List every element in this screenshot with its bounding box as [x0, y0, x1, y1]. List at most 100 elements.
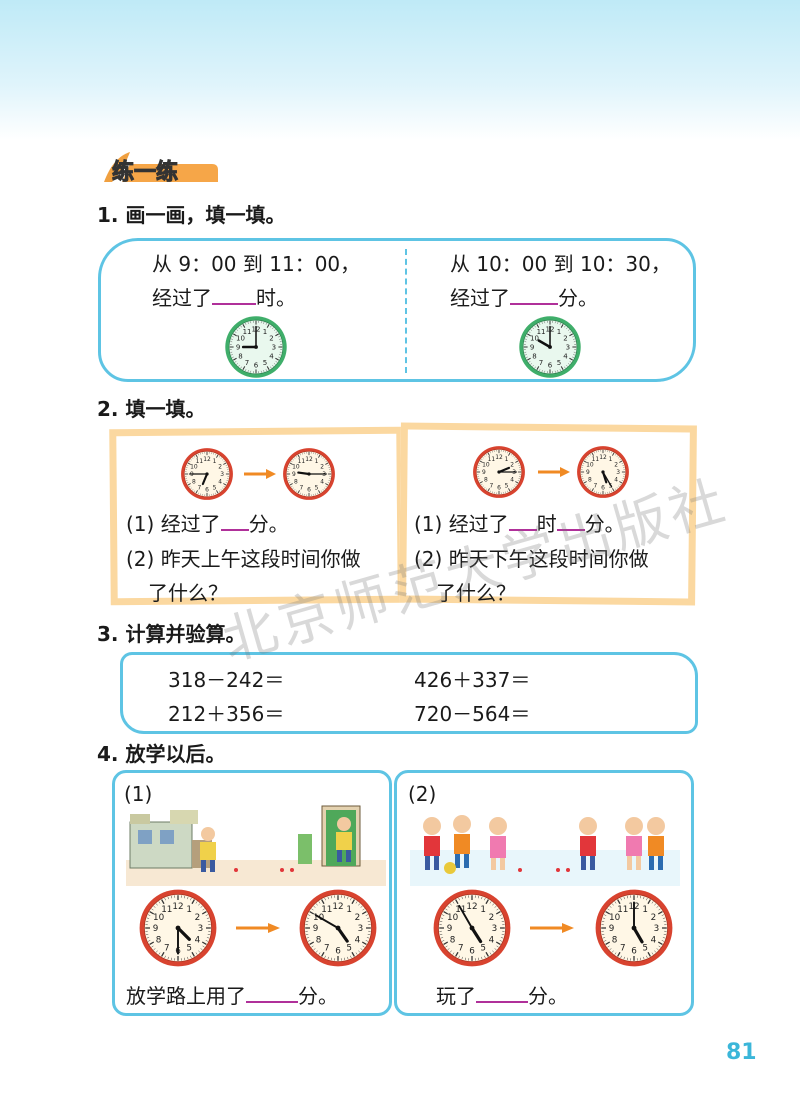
clock-number: 8	[450, 935, 456, 945]
q4-left-blank[interactable]	[246, 985, 298, 1003]
clock-number: 4	[651, 935, 657, 945]
feather-icon	[104, 152, 218, 182]
hour-hand	[632, 926, 644, 944]
clock-number: 9	[586, 469, 590, 476]
clock-number: 9	[292, 471, 296, 478]
clock-number: 10	[190, 464, 198, 471]
clock-number: 2	[651, 913, 657, 923]
q2-left-blank[interactable]	[220, 513, 249, 531]
section-header-label: 练一练	[111, 160, 179, 186]
q2-right-a: (1) 经过了时分。	[414, 512, 625, 536]
q1-left-line2: 经过了时。	[152, 286, 296, 310]
q1-left-blank[interactable]	[212, 287, 256, 305]
q2-left-b2: 了什么？	[148, 581, 228, 605]
clock-number: 2	[510, 462, 514, 469]
q2-left-b1: (2) 昨天上午这段时间你做	[126, 547, 361, 571]
minute-hand	[314, 914, 339, 929]
clock-number: 9	[190, 471, 194, 478]
clock-number: 11	[488, 456, 496, 463]
hour-hand	[201, 472, 209, 486]
q1-right-blank[interactable]	[510, 287, 558, 305]
q4-left-label: (1)	[124, 782, 153, 806]
clock-number: 11	[321, 905, 332, 915]
clock-number: 3	[566, 343, 570, 352]
clock-number: 7	[198, 484, 202, 491]
q4-left-caption: 放学路上用了分。	[126, 984, 338, 1008]
clock-number: 7	[539, 358, 543, 367]
minute-hand	[458, 904, 473, 929]
q2-title: 2. 填一填。	[97, 397, 206, 421]
clock-number: 5	[557, 358, 561, 367]
hour-hand	[470, 926, 483, 944]
clock-number: 9	[153, 924, 159, 934]
clock-number: 9	[447, 924, 453, 934]
page-number: 81	[726, 1040, 757, 1065]
q3-box	[120, 652, 698, 734]
q3-item-4: 720－564＝	[414, 702, 531, 726]
clock-number: 1	[263, 327, 267, 336]
clock-number: 11	[298, 458, 306, 465]
clock-number: 8	[316, 935, 322, 945]
q2-right-blank-minute[interactable]	[556, 513, 585, 531]
clock-number: 2	[563, 334, 567, 343]
clock-number: 10	[447, 913, 459, 923]
q4-right-blank[interactable]	[476, 985, 528, 1003]
clock-number: 12	[495, 454, 503, 461]
clock-number: 4	[218, 479, 222, 486]
clock-number: 3	[616, 469, 620, 476]
q4-title: 4. 放学以后。	[97, 742, 226, 766]
q3-item-1: 318－242＝	[168, 668, 285, 692]
clock-number: 8	[532, 352, 536, 361]
clock-number: 6	[631, 947, 637, 957]
clock-number: 10	[482, 462, 490, 469]
clock-number: 8	[484, 477, 488, 484]
clock-number: 5	[505, 482, 509, 489]
clock-number: 8	[294, 479, 298, 486]
clock-number: 3	[198, 924, 204, 934]
clock-number: 2	[218, 464, 222, 471]
clock-number: 1	[480, 905, 486, 915]
q1-box	[98, 238, 696, 382]
clock-number: 7	[324, 944, 330, 954]
clock-number: 4	[195, 935, 201, 945]
clock-number: 11	[196, 458, 204, 465]
clock-number: 11	[537, 327, 546, 336]
q2-right-blank-hour[interactable]	[508, 513, 537, 531]
clock-number: 3	[220, 471, 224, 478]
clock-number: 12	[332, 902, 343, 912]
clock-number: 8	[238, 352, 242, 361]
clock-number: 9	[482, 469, 486, 476]
clock-number: 3	[654, 924, 660, 934]
hour-hand	[176, 926, 191, 941]
clock-number: 5	[346, 944, 352, 954]
arrow-icon	[530, 922, 574, 934]
clock-number: 12	[203, 456, 211, 463]
clock-number: 7	[594, 482, 598, 489]
arrow-icon	[538, 466, 570, 478]
hour-hand	[297, 471, 311, 476]
clock-number: 2	[195, 913, 201, 923]
clock-number: 6	[548, 360, 553, 369]
clock-number: 1	[213, 458, 217, 465]
q4-right-caption: 玩了分。	[436, 984, 568, 1008]
section-header: 练一练	[100, 148, 220, 188]
clock-number: 4	[614, 477, 618, 484]
arrow-icon	[236, 922, 280, 934]
clock-number: 1	[557, 327, 561, 336]
clock-number: 2	[355, 913, 361, 923]
arrow-icon	[244, 468, 276, 480]
q4-right-label: (2)	[408, 782, 437, 806]
